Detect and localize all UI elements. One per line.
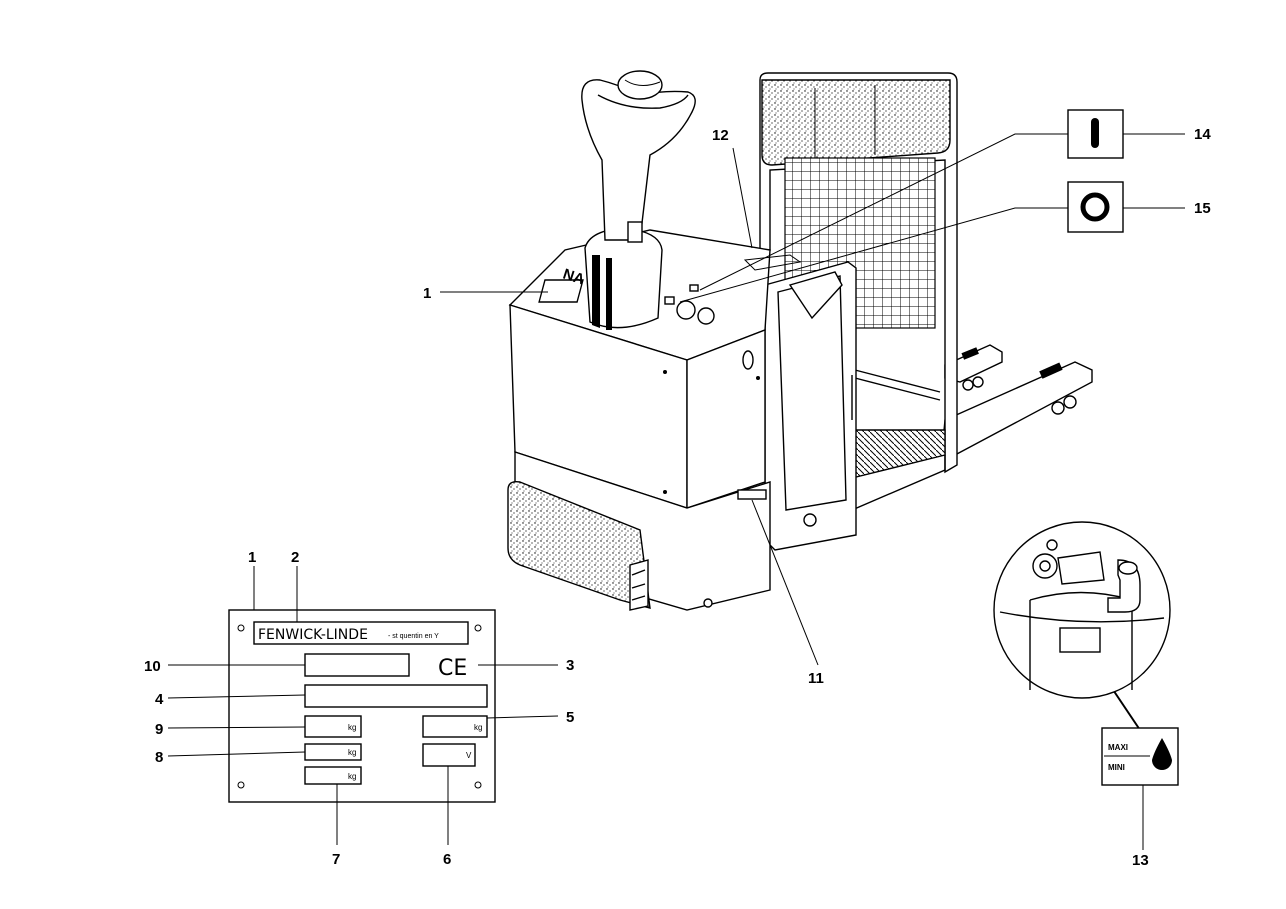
oil-drop-icon: [1152, 738, 1172, 770]
callout-2: 2: [291, 549, 299, 566]
callout-7: 7: [332, 851, 340, 868]
lower-chassis: [507, 451, 771, 611]
plate-brand-sub: - st quentin en Y: [388, 633, 439, 640]
truck-decal: NA: [561, 266, 587, 289]
plate-leader-lines: [167, 566, 559, 845]
oil-mini-label: MINI: [1108, 763, 1125, 772]
callout-9: 9: [155, 721, 163, 738]
pallet-truck-illustration: NA: [507, 70, 1093, 611]
switch-symbol-off: [1067, 181, 1124, 233]
callout-3: 3: [566, 657, 574, 674]
plate-unit-v: V: [466, 751, 472, 760]
oil-level-label: MAXI MINI: [1101, 727, 1179, 786]
callout-numbers: 1 12 14 15 11 13 1 2 10 4 9 8 3 5 7 6: [144, 126, 1211, 869]
callout-1-truck: 1: [423, 285, 431, 302]
callout-14: 14: [1194, 126, 1211, 143]
callout-10: 10: [144, 658, 161, 675]
plate-unit-kg-1: kg: [348, 723, 356, 732]
callout-6: 6: [443, 851, 451, 868]
hydraulic-reservoir-detail: [993, 521, 1171, 699]
callout-1-plate: 1: [248, 549, 256, 566]
callout-5: 5: [566, 709, 574, 726]
plate-unit-kg-4: kg: [348, 772, 356, 781]
callout-11: 11: [808, 670, 824, 687]
plate-brand: FENWICK-LINDE: [258, 627, 368, 643]
switch-symbol-on: [1067, 109, 1124, 159]
callout-13: 13: [1132, 852, 1149, 869]
ce-mark: CE: [438, 656, 467, 681]
oil-maxi-label: MAXI: [1108, 743, 1128, 752]
callout-8: 8: [155, 749, 163, 766]
side-guard-gate: [764, 261, 857, 551]
callout-15: 15: [1194, 200, 1211, 217]
fork-left: [944, 344, 1003, 391]
backrest-frame: [759, 72, 958, 474]
plate-unit-kg-3: kg: [348, 748, 356, 757]
callout-4: 4: [155, 691, 164, 708]
fork-right: [941, 361, 1093, 456]
callout-12: 12: [712, 127, 729, 144]
operator-platform: [851, 429, 946, 512]
identification-plate: FENWICK-LINDE - st quentin en Y CE kg kg…: [228, 609, 496, 803]
plate-unit-kg-2: kg: [474, 723, 482, 732]
tiller-handle: [581, 70, 696, 330]
